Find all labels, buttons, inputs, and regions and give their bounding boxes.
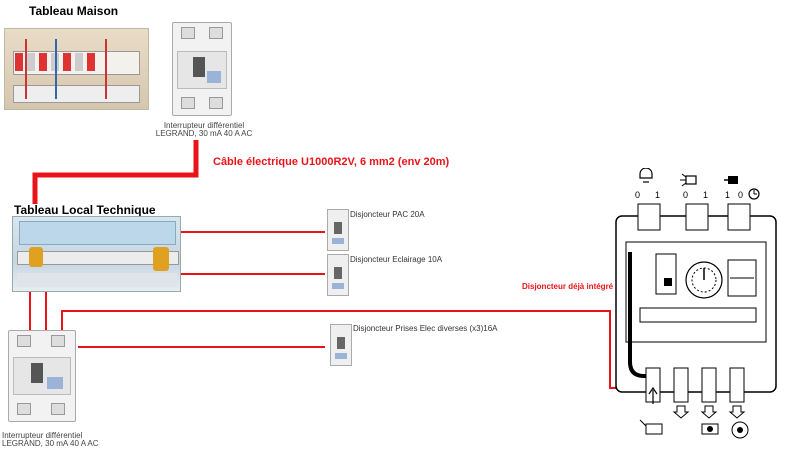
breaker-eclairage bbox=[327, 254, 349, 296]
breaker-pac bbox=[327, 209, 349, 251]
switch-pos-6: 0 bbox=[738, 190, 743, 200]
pump-motor-icon bbox=[731, 421, 749, 439]
breaker-prises bbox=[330, 324, 352, 366]
house-differential-breaker bbox=[172, 22, 232, 116]
local-breaker-caption-2: LEGRAND, 30 mA 40 A AC bbox=[2, 439, 99, 448]
down-arrows bbox=[672, 405, 746, 419]
house-breaker-caption-2: LEGRAND, 30 mA 40 A AC bbox=[155, 129, 253, 138]
house-panel-photo bbox=[4, 28, 149, 110]
local-breaker-caption-1: Interrupteur différentiel bbox=[2, 431, 83, 440]
lamp-icon bbox=[639, 168, 653, 183]
main-cable bbox=[32, 140, 199, 204]
switch-pos-2: 1 bbox=[655, 190, 660, 200]
breaker-prises-label: Disjoncteur Prises Elec diverses (x3)16A bbox=[353, 324, 498, 333]
tableau-maison-title: Tableau Maison bbox=[29, 4, 119, 18]
cable-glands bbox=[645, 367, 745, 403]
local-panel-enclosure bbox=[12, 216, 181, 292]
light-icon bbox=[701, 423, 719, 435]
feed-wire-3 bbox=[61, 310, 650, 389]
switch-pos-5: 1 bbox=[725, 190, 730, 200]
annotation-text: Disjoncteur déjà intégré ??? bbox=[522, 282, 631, 291]
breaker-pac-label: Disjoncteur PAC 20A bbox=[350, 210, 425, 219]
pool-control-box: 0 1 0 1 1 0 bbox=[615, 168, 777, 439]
arrow-icon bbox=[648, 386, 658, 404]
timer-icon bbox=[748, 188, 760, 200]
plug-icon bbox=[639, 419, 663, 435]
local-differential-breaker bbox=[8, 330, 76, 422]
house-breaker-caption-1: Interrupteur différentiel bbox=[163, 121, 245, 130]
switch-pos-1: 0 bbox=[635, 190, 640, 200]
tableau-local-title: Tableau Local Technique bbox=[14, 203, 156, 217]
cable-label: Câble électrique U1000R2V, 6 mm2 (env 20… bbox=[213, 156, 450, 168]
switch-pos-3: 0 bbox=[683, 190, 688, 200]
spotlight-icon bbox=[680, 173, 697, 187]
pump-icon bbox=[724, 176, 738, 184]
switch-pos-4: 1 bbox=[703, 190, 708, 200]
breaker-eclairage-label: Disjoncteur Eclairage 10A bbox=[350, 255, 443, 264]
